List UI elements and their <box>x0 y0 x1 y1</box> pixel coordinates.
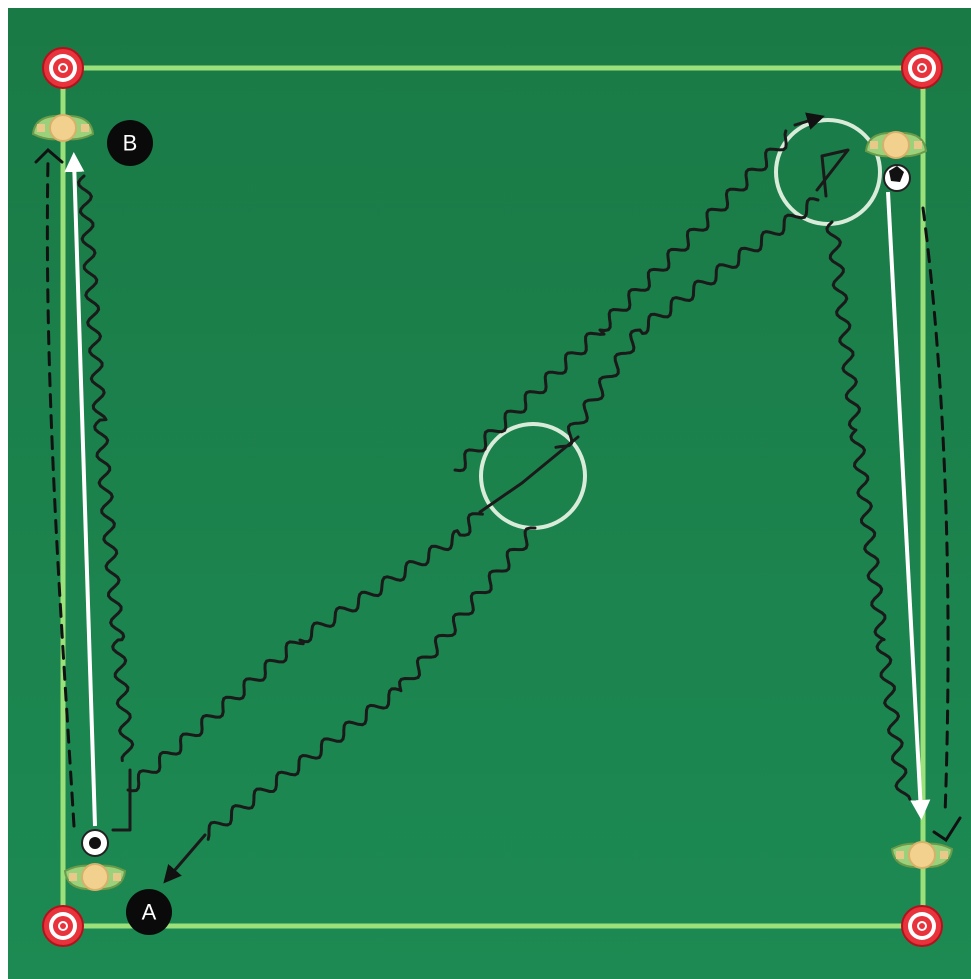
label-b-badge: B <box>107 120 153 166</box>
player-icon <box>866 132 926 158</box>
label-a: A <box>142 900 157 925</box>
cone-icon <box>902 48 942 88</box>
label-b: B <box>123 131 138 156</box>
cone-icon <box>43 906 83 946</box>
ball-icon <box>884 165 910 191</box>
cone-icon <box>902 906 942 946</box>
label-a-badge: A <box>126 889 172 935</box>
ball-icon <box>82 830 108 856</box>
player-icon <box>65 864 125 890</box>
cone-icon <box>43 48 83 88</box>
player-icon <box>33 115 93 141</box>
player-icon <box>892 842 952 868</box>
